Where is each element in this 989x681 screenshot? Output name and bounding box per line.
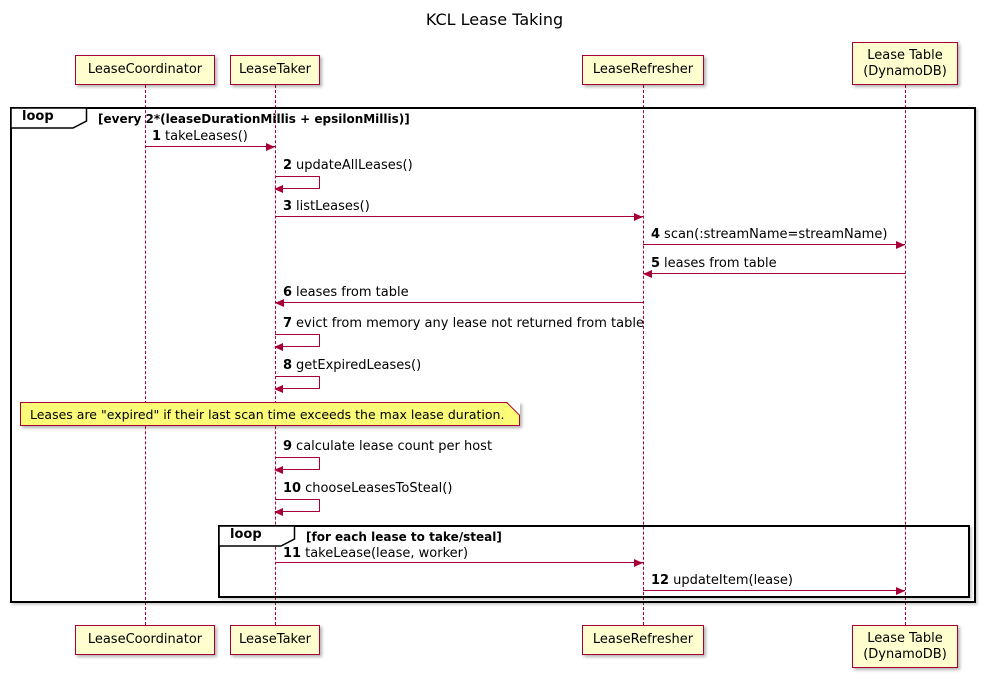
participant-label: LeaseCoordinator: [87, 632, 203, 647]
lifeline-leaserefresher: [643, 85, 644, 625]
message-text: calculate lease count per host: [296, 439, 493, 454]
loop-tab-pentagon-icon: [218, 525, 296, 547]
participant-label: LeaseTaker: [239, 632, 311, 647]
message-text: listLeases(): [296, 199, 370, 214]
outer-loop-condition: [every 2*(leaseDurationMillis + epsilonM…: [98, 112, 410, 126]
message-number: 4: [651, 227, 661, 242]
outer-loop-frame: loop [every 2*(leaseDurationMillis + eps…: [10, 107, 976, 603]
inner-loop-frame: loop [for each lease to take/steal]: [218, 525, 970, 598]
message-number: 9: [283, 439, 293, 454]
outer-loop-keyword: loop: [22, 109, 54, 124]
message-number: 12: [651, 573, 670, 588]
self-message-arrow-2: [274, 176, 320, 193]
participant-leasetable-bottom: Lease Table (DynamoDB): [852, 625, 958, 668]
participant-label: Lease Table: [867, 47, 943, 63]
inner-loop-condition: [for each lease to take/steal]: [306, 530, 502, 544]
message-text: chooseLeasesToSteal(): [305, 481, 453, 496]
message-text: leases from table: [296, 285, 409, 300]
note-text: Leases are "expired" if their last scan …: [30, 406, 505, 422]
lifeline-leasecoordinator: [145, 85, 146, 625]
message-text: scan(:streamName=streamName): [664, 227, 888, 242]
outer-loop-tab: loop: [10, 107, 88, 129]
self-message-arrow-10: [274, 499, 320, 516]
message-number: 1: [152, 129, 162, 144]
message-number: 3: [283, 199, 293, 214]
message-text: leases from table: [664, 256, 777, 271]
self-message-arrow-7: [274, 334, 320, 351]
message-arrow-4: [643, 241, 905, 249]
message-number: 5: [651, 256, 661, 271]
lifeline-leasetable: [905, 85, 906, 625]
participant-leasetaker-bottom: LeaseTaker: [230, 625, 320, 655]
message-text: takeLease(lease, worker): [305, 546, 469, 561]
participant-label: LeaseTaker: [239, 62, 311, 77]
message-arrow-12: [643, 587, 905, 595]
participant-leaserefresher-top: LeaseRefresher: [582, 55, 704, 85]
message-number: 11: [283, 546, 302, 561]
message-text: getExpiredLeases(): [296, 358, 422, 373]
diagram-title: KCL Lease Taking: [425, 10, 564, 29]
message-number: 10: [283, 481, 302, 496]
message-number: 8: [283, 358, 293, 373]
message-number: 6: [283, 285, 293, 300]
message-arrow-11: [275, 559, 643, 567]
message-text: updateAllLeases(): [296, 158, 413, 173]
message-number: 7: [283, 316, 293, 331]
self-message-arrow-8: [274, 376, 320, 393]
self-message-arrow-9: [274, 457, 320, 474]
participant-leasetaker-top: LeaseTaker: [230, 55, 320, 85]
message-text: evict from memory any lease not returned…: [296, 316, 644, 331]
lifeline-leasetaker: [275, 85, 276, 625]
participant-leaserefresher-bottom: LeaseRefresher: [582, 625, 704, 655]
note: Leases are "expired" if their last scan …: [20, 402, 520, 426]
inner-loop-keyword: loop: [230, 527, 262, 542]
participant-label: LeaseRefresher: [592, 632, 694, 647]
message-arrow-5: [643, 270, 905, 278]
participant-label: Lease Table: [867, 630, 943, 646]
participant-sublabel: (DynamoDB): [863, 63, 947, 79]
participant-label: LeaseRefresher: [592, 62, 694, 77]
participant-leasetable-top: Lease Table (DynamoDB): [852, 42, 958, 85]
message-arrow-1: [145, 143, 275, 151]
loop-tab-pentagon-icon: [10, 107, 88, 129]
message-text: takeLeases(): [165, 129, 248, 144]
note-fold-corner-icon: [507, 402, 520, 415]
participant-label: LeaseCoordinator: [87, 62, 203, 77]
message-arrow-6: [275, 299, 643, 307]
message-arrow-3: [275, 213, 643, 221]
participant-leasecoordinator-bottom: LeaseCoordinator: [75, 625, 215, 655]
message-text: updateItem(lease): [673, 573, 793, 588]
participant-leasecoordinator-top: LeaseCoordinator: [75, 55, 215, 85]
message-number: 2: [283, 158, 293, 173]
inner-loop-tab: loop: [218, 525, 296, 547]
participant-sublabel: (DynamoDB): [863, 646, 947, 662]
